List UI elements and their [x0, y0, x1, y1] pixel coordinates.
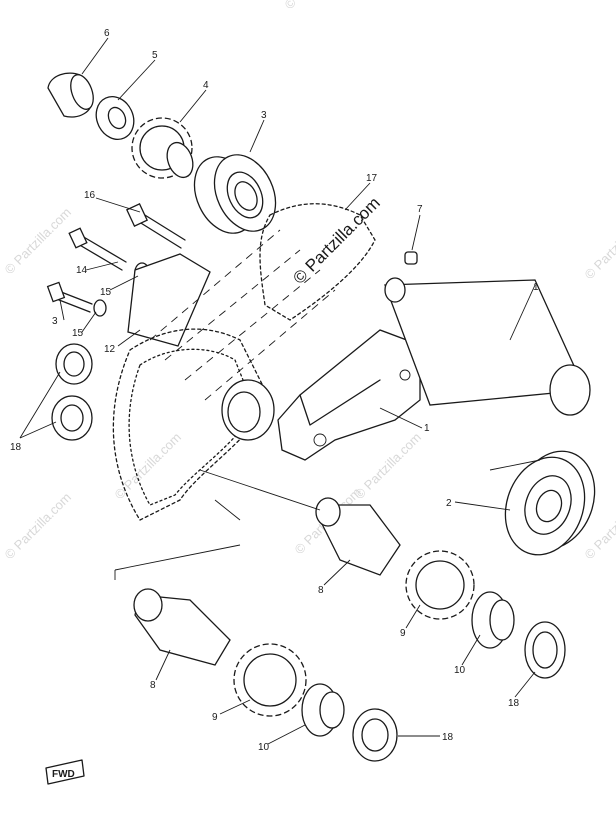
callout-18-lower: 18 — [442, 732, 454, 743]
callout-12: 12 — [104, 344, 116, 355]
callout-5: 5 — [152, 50, 158, 61]
part-7-pin — [404, 251, 418, 265]
fwd-label: FWD — [52, 769, 75, 780]
watermark: © Partzilla.com — [0, 0, 46, 12]
callout-18-right: 18 — [508, 698, 520, 709]
chain-hub — [221, 379, 275, 441]
part-8-shaft-lower — [133, 588, 231, 666]
callout-9-lower: 9 — [212, 712, 218, 723]
watermark: © Partzilla.com — [2, 205, 75, 278]
callout-14: 14 — [76, 265, 88, 276]
part-8-shaft-upper — [315, 497, 401, 576]
watermark: © Partzilla.com — [282, 0, 355, 12]
callout-leaders — [19, 37, 536, 745]
callout-15-washer: 15 — [72, 328, 84, 339]
callout-9-right: 9 — [400, 628, 406, 639]
part-10-bushing-right — [471, 591, 515, 649]
callout-10-lower: 10 — [258, 742, 270, 753]
part-18-bushings-left — [51, 343, 93, 441]
callout-10-right: 10 — [454, 665, 466, 676]
watermark: © Partzilla.com — [2, 490, 75, 563]
callout-2: 2 — [446, 498, 452, 509]
fwd-marker: FWD — [45, 759, 85, 785]
part-4-sprocket — [131, 117, 194, 179]
callout-18-left: 18 — [10, 442, 22, 453]
callout-8-lower: 8 — [150, 680, 156, 691]
callout-3-bolt: 3 — [52, 316, 58, 327]
callout-16: 16 — [84, 190, 96, 201]
callout-1-housing: 1 — [424, 423, 430, 434]
part-3-bolt — [46, 281, 93, 313]
watermark-center: © Partzilla.com — [289, 193, 383, 287]
callout-1-shaft: 1 — [533, 282, 539, 293]
watermark: © Partzilla.com — [352, 430, 425, 503]
callout-7: 7 — [417, 204, 423, 215]
callout-4: 4 — [203, 80, 209, 91]
callout-3: 3 — [261, 110, 267, 121]
drive-chain — [112, 203, 376, 521]
part-12-tensioner — [127, 253, 211, 347]
part-2-bearing — [504, 450, 596, 556]
part-9-sprocket-right — [405, 550, 475, 620]
callout-8-upper: 8 — [318, 585, 324, 596]
callout-6: 6 — [104, 28, 110, 39]
part-5-spacer — [95, 96, 135, 140]
part-14-bolt — [68, 227, 127, 271]
part-3-bearing — [193, 154, 277, 234]
watermark: © Partzilla.com — [582, 210, 616, 283]
part-18-bushing-lower — [352, 708, 398, 762]
callout-15: 15 — [100, 287, 112, 298]
callout-numbers: 6 5 4 3 16 17 7 14 15 3 15 12 1 1 18 2 8… — [10, 28, 539, 753]
assembly-guide-lines — [114, 459, 541, 580]
part-9-sprocket-lower — [233, 643, 307, 717]
part-18-bushing-right — [524, 621, 566, 679]
callout-17: 17 — [366, 173, 378, 184]
part-10-bushing-lower — [301, 683, 345, 737]
part-1-housing — [277, 277, 591, 461]
part-6-cap — [47, 72, 94, 118]
watermark: © Partzilla.com — [112, 430, 185, 503]
